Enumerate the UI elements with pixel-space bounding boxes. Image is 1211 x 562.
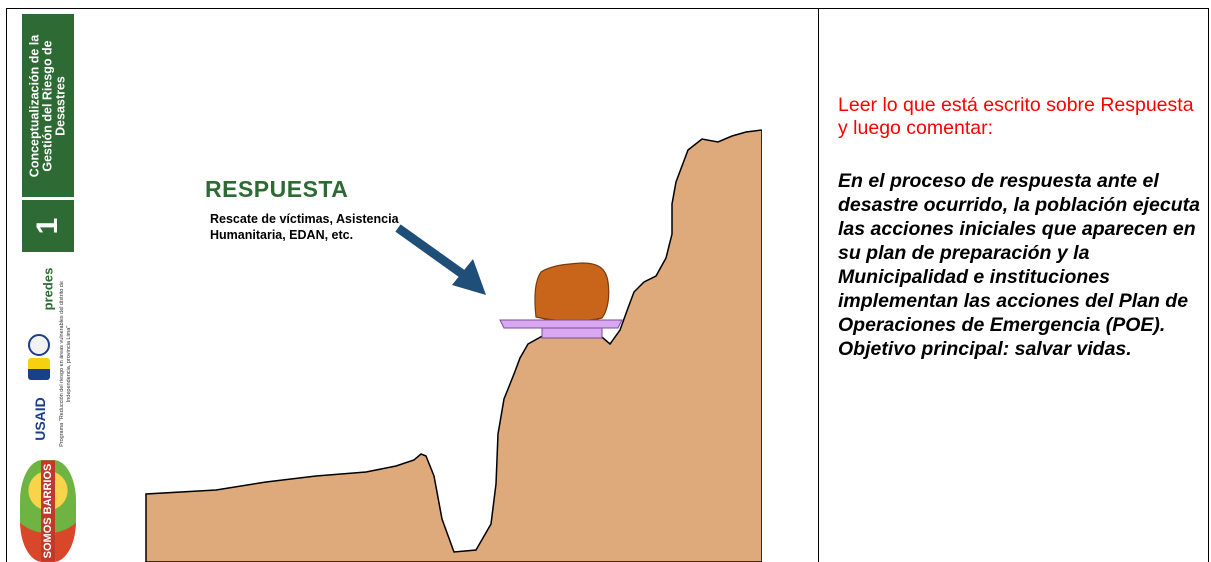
slide-heading: RESPUESTA <box>205 176 349 202</box>
municipal-seal-icon <box>28 334 50 356</box>
sidebar-title-band <box>22 14 74 197</box>
table-border-top <box>6 8 1209 9</box>
notes-instruction: Leer lo que está escrito sobre Respuesta… <box>838 94 1194 139</box>
slide-subheading: Rescate de víctimas, Asistencia Humanita… <box>210 212 399 242</box>
shield-logo-icon <box>28 358 50 380</box>
notes-column: Leer lo que está escrito sobre Respuesta… <box>838 94 1202 361</box>
table-border-middle <box>818 8 819 562</box>
slide-image: Conceptualización de la Gestión del Ries… <box>16 14 762 562</box>
arrow-head-icon <box>452 259 486 295</box>
terrain-illustration <box>145 129 762 562</box>
module-number-badge: 1 <box>22 200 74 252</box>
notes-body: En el proceso de respuesta ante el desas… <box>838 170 1200 360</box>
platform-base <box>541 327 603 339</box>
table-border-left <box>6 8 7 562</box>
arrow-shaft <box>395 224 471 282</box>
somos-barrios-logo: SOMOS BARRIOS <box>20 460 76 562</box>
table-border-right <box>1208 8 1209 562</box>
platform-slab <box>499 319 623 329</box>
falling-rock <box>534 262 610 322</box>
